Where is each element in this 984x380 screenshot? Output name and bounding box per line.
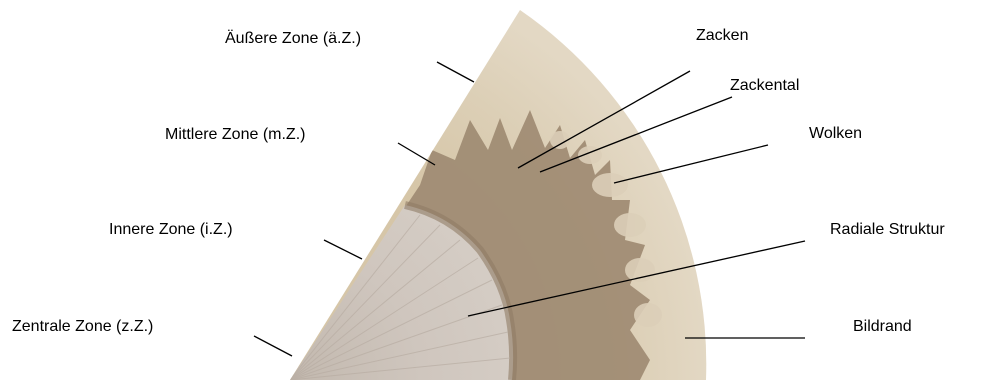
leader-mittlere (398, 143, 435, 165)
label-zentrale-zone: Zentrale Zone (z.Z.) (12, 318, 153, 336)
leader-innere (324, 240, 362, 259)
label-zacken: Zacken (696, 27, 748, 45)
label-aussere-zone: Äußere Zone (ä.Z.) (225, 30, 361, 48)
label-mittlere-zone: Mittlere Zone (m.Z.) (165, 126, 305, 144)
label-zackental: Zackental (730, 77, 799, 95)
label-innere-zone: Innere Zone (i.Z.) (109, 221, 233, 239)
label-bildrand: Bildrand (853, 318, 912, 336)
leader-aussere (437, 62, 474, 82)
label-radiale-struktur: Radiale Struktur (830, 221, 945, 239)
leader-zentrale (254, 336, 292, 356)
label-wolken: Wolken (809, 125, 862, 143)
